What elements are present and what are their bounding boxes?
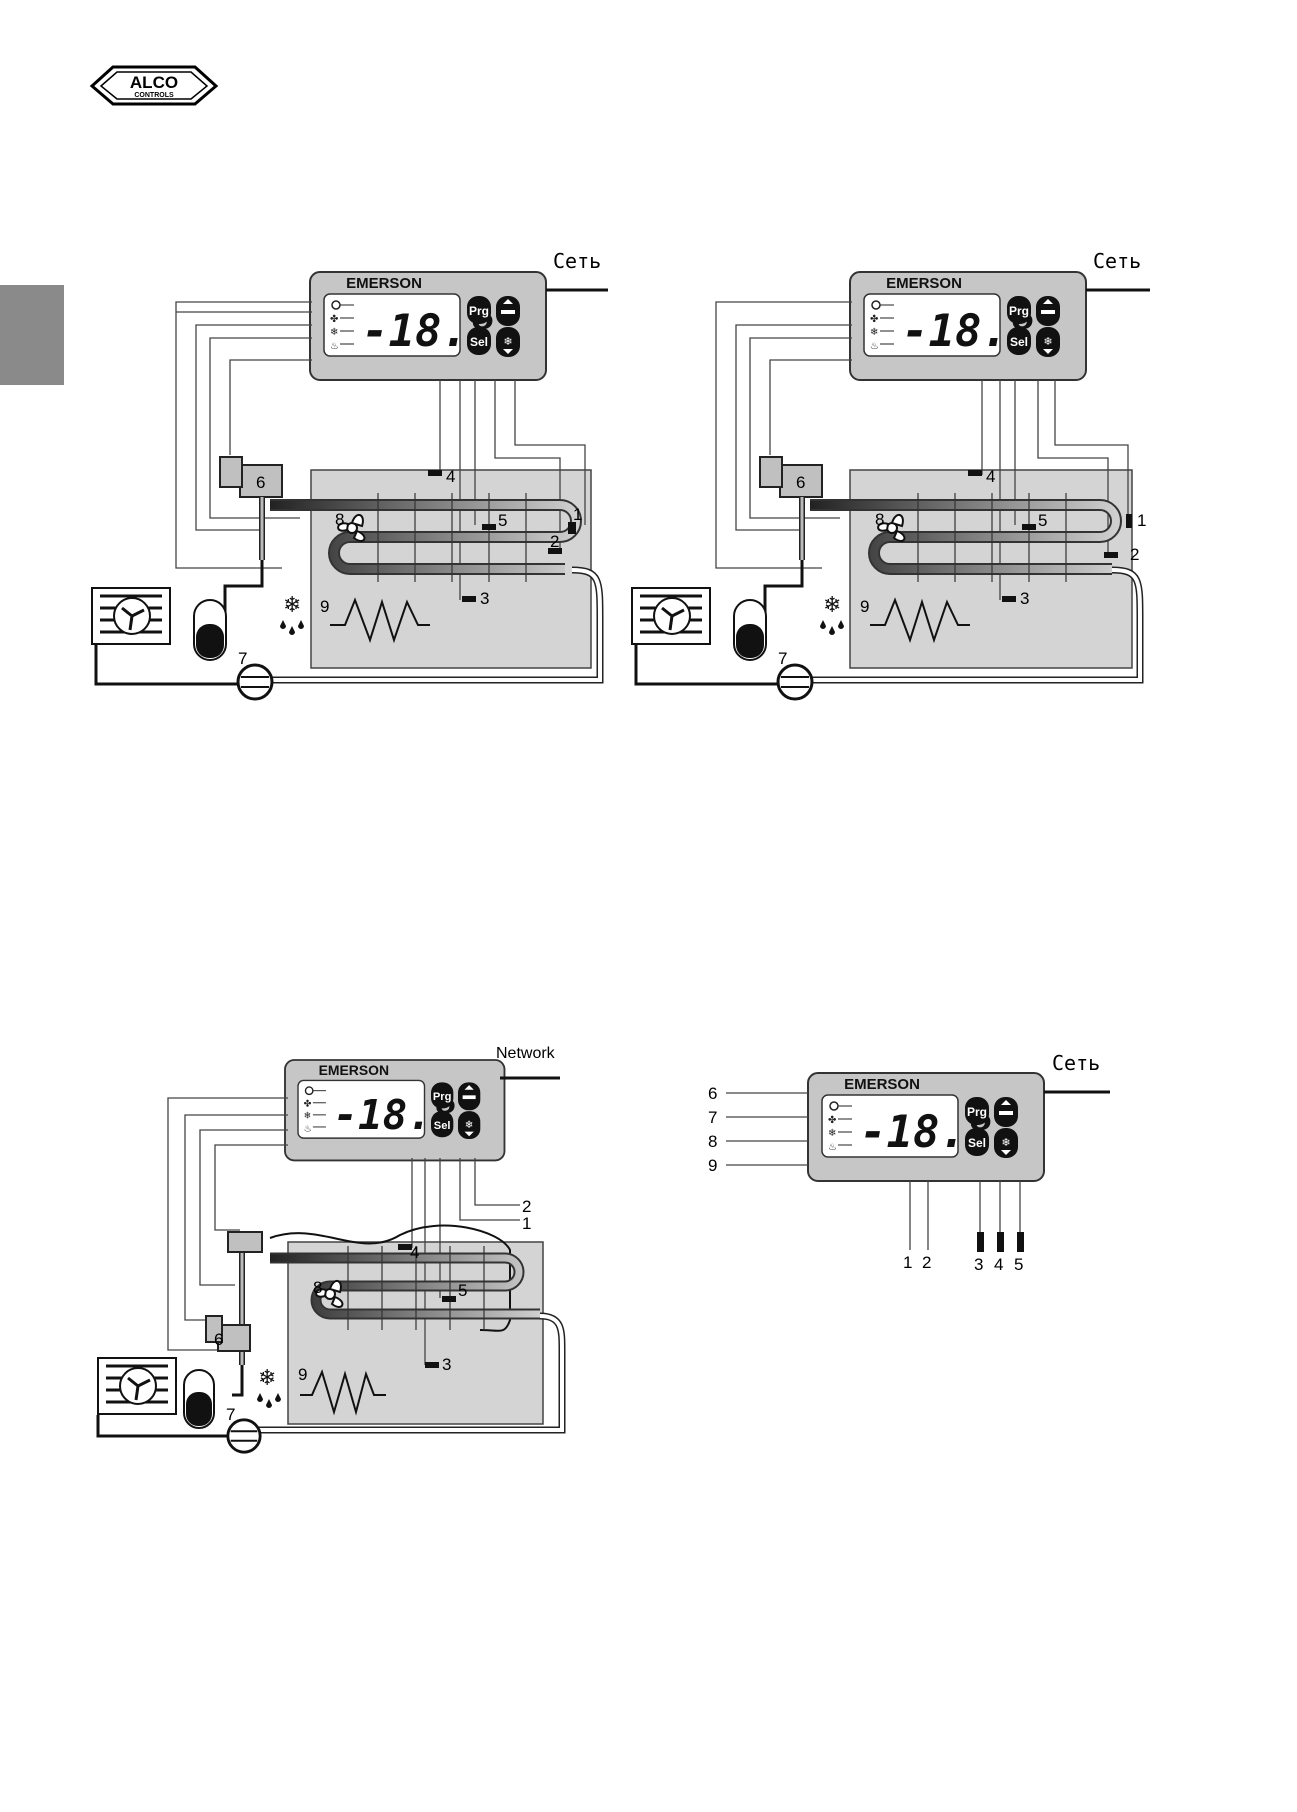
- svg-text:4: 4: [986, 467, 995, 486]
- svg-text:9: 9: [320, 597, 329, 616]
- svg-text:7: 7: [708, 1108, 717, 1127]
- network-label: Сеть: [1093, 249, 1141, 273]
- svg-text:9: 9: [298, 1365, 307, 1384]
- svg-text:❄: ❄: [823, 593, 841, 618]
- diagram-3: EMERSON -18.8 Prg Sel Network 2 1: [96, 1045, 566, 1454]
- svg-text:Prg: Prg: [967, 1105, 987, 1119]
- svg-text:4: 4: [410, 1243, 419, 1262]
- svg-text:3: 3: [974, 1255, 983, 1274]
- alco-logo: ALCO CONTROLS: [89, 65, 219, 106]
- svg-text:7: 7: [226, 1405, 235, 1424]
- svg-text:❄: ❄: [258, 1366, 276, 1391]
- svg-text:2: 2: [522, 1197, 531, 1216]
- fan-icon: [877, 514, 906, 542]
- diagram-1: EMERSON -18.8 Prg Sel Сеть: [90, 249, 608, 701]
- svg-text:EMERSON: EMERSON: [346, 275, 422, 292]
- defrost-heater: ❄: [820, 593, 970, 644]
- svg-text:6: 6: [256, 473, 265, 492]
- svg-text:Sel: Sel: [968, 1136, 986, 1150]
- svg-text:Sel: Sel: [470, 335, 488, 349]
- svg-text:7: 7: [238, 649, 247, 668]
- svg-text:5: 5: [1014, 1255, 1023, 1274]
- controller: EMERSON -18.8 Prg Sel: [309, 271, 547, 381]
- svg-text:EMERSON: EMERSON: [886, 275, 962, 292]
- svg-text:Prg: Prg: [433, 1091, 452, 1103]
- svg-text:8: 8: [708, 1132, 717, 1151]
- controller: EMERSON -18.8 Prg Sel: [849, 271, 1087, 381]
- svg-text:3: 3: [480, 589, 489, 608]
- svg-text:1: 1: [1137, 511, 1146, 530]
- svg-text:2: 2: [1130, 545, 1139, 564]
- svg-text:6: 6: [214, 1330, 223, 1349]
- svg-text:-18.8: -18.8: [333, 1091, 456, 1139]
- svg-text:Prg: Prg: [1009, 304, 1029, 318]
- controller: EMERSON -18.8 Prg Sel: [807, 1072, 1045, 1182]
- svg-text:5: 5: [458, 1281, 467, 1300]
- svg-text:8: 8: [313, 1278, 322, 1297]
- controller: EMERSON -18.8 Prg Sel: [284, 1059, 506, 1162]
- svg-text:1: 1: [903, 1253, 912, 1272]
- svg-text:4: 4: [994, 1255, 1003, 1274]
- network-label: Сеть: [1052, 1051, 1100, 1075]
- svg-text:5: 5: [498, 511, 507, 530]
- svg-text:3: 3: [1020, 589, 1029, 608]
- fan-icon: [337, 514, 366, 542]
- svg-text:CONTROLS: CONTROLS: [134, 92, 174, 99]
- svg-text:6: 6: [796, 473, 805, 492]
- svg-text:2: 2: [550, 532, 559, 551]
- svg-text:9: 9: [860, 597, 869, 616]
- svg-text:-18.8: -18.8: [362, 306, 494, 357]
- svg-text:EMERSON: EMERSON: [844, 1076, 920, 1093]
- svg-text:Sel: Sel: [434, 1120, 451, 1132]
- side-tab: [0, 285, 64, 385]
- svg-text:Sel: Sel: [1010, 335, 1028, 349]
- compressor: [236, 663, 274, 701]
- diagram-4: EMERSON -18.8 Prg Sel Сеть 6 7 8 9 1 2 3…: [708, 1051, 1110, 1274]
- svg-text:7: 7: [778, 649, 787, 668]
- compressor: [226, 1418, 262, 1454]
- network-label: Network: [496, 1045, 556, 1062]
- fan-icon: [315, 1280, 344, 1308]
- svg-text:1: 1: [522, 1214, 531, 1233]
- svg-text:-18.8: -18.8: [860, 1107, 992, 1158]
- defrost-heater: ❄: [280, 593, 430, 644]
- svg-text:3: 3: [442, 1355, 451, 1374]
- svg-text:5: 5: [1038, 511, 1047, 530]
- defrost-heater: ❄: [257, 1366, 386, 1416]
- svg-text:1: 1: [573, 505, 582, 524]
- svg-text:8: 8: [875, 510, 884, 529]
- svg-text:8: 8: [335, 510, 344, 529]
- network-label: Сеть: [553, 249, 601, 273]
- compressor: [776, 663, 814, 701]
- diagram-2: EMERSON -18.8 Prg Sel Сеть: [630, 249, 1150, 701]
- svg-text:EMERSON: EMERSON: [319, 1062, 389, 1078]
- svg-text:ALCO: ALCO: [130, 73, 178, 92]
- svg-text:9: 9: [708, 1156, 717, 1175]
- svg-text:2: 2: [922, 1253, 931, 1272]
- svg-text:6: 6: [708, 1084, 717, 1103]
- svg-text:-18.8: -18.8: [902, 306, 1034, 357]
- svg-text:4: 4: [446, 467, 455, 486]
- svg-text:Prg: Prg: [469, 304, 489, 318]
- svg-text:❄: ❄: [283, 593, 301, 618]
- expansion-valve: [239, 464, 283, 498]
